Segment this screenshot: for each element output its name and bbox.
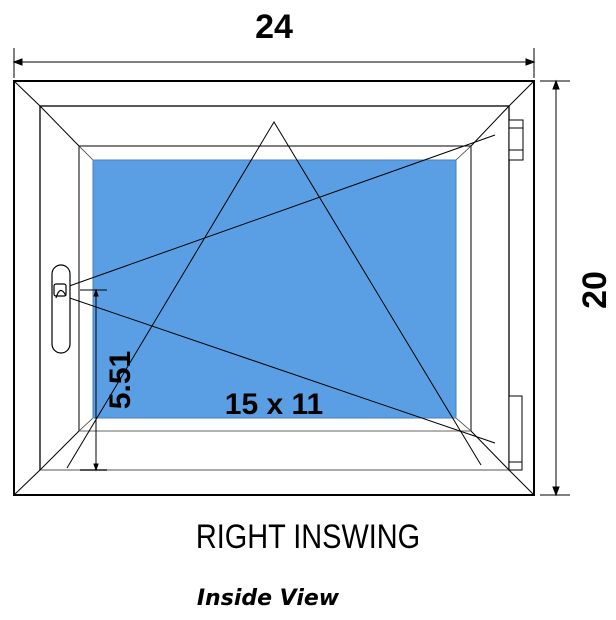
width-dimension	[12, 48, 536, 78]
handle-icon	[51, 264, 71, 354]
glass-size-label: 15 x 11	[225, 388, 323, 421]
frame-miters	[13, 80, 535, 496]
swing-direction-caption: RIGHT INSWING	[195, 518, 421, 556]
handle-height-label: 5.51	[104, 351, 137, 409]
handle-height-dimension	[80, 288, 107, 472]
height-label: 20	[576, 271, 614, 309]
height-dimension	[540, 79, 570, 497]
glass-pane	[92, 159, 457, 419]
view-caption: Inside View	[196, 586, 340, 611]
hinge-bottom	[508, 461, 523, 471]
width-label: 24	[255, 8, 293, 46]
hinges	[508, 119, 524, 471]
hinge-top	[508, 119, 524, 161]
opening-indicator-lines	[57, 121, 496, 469]
